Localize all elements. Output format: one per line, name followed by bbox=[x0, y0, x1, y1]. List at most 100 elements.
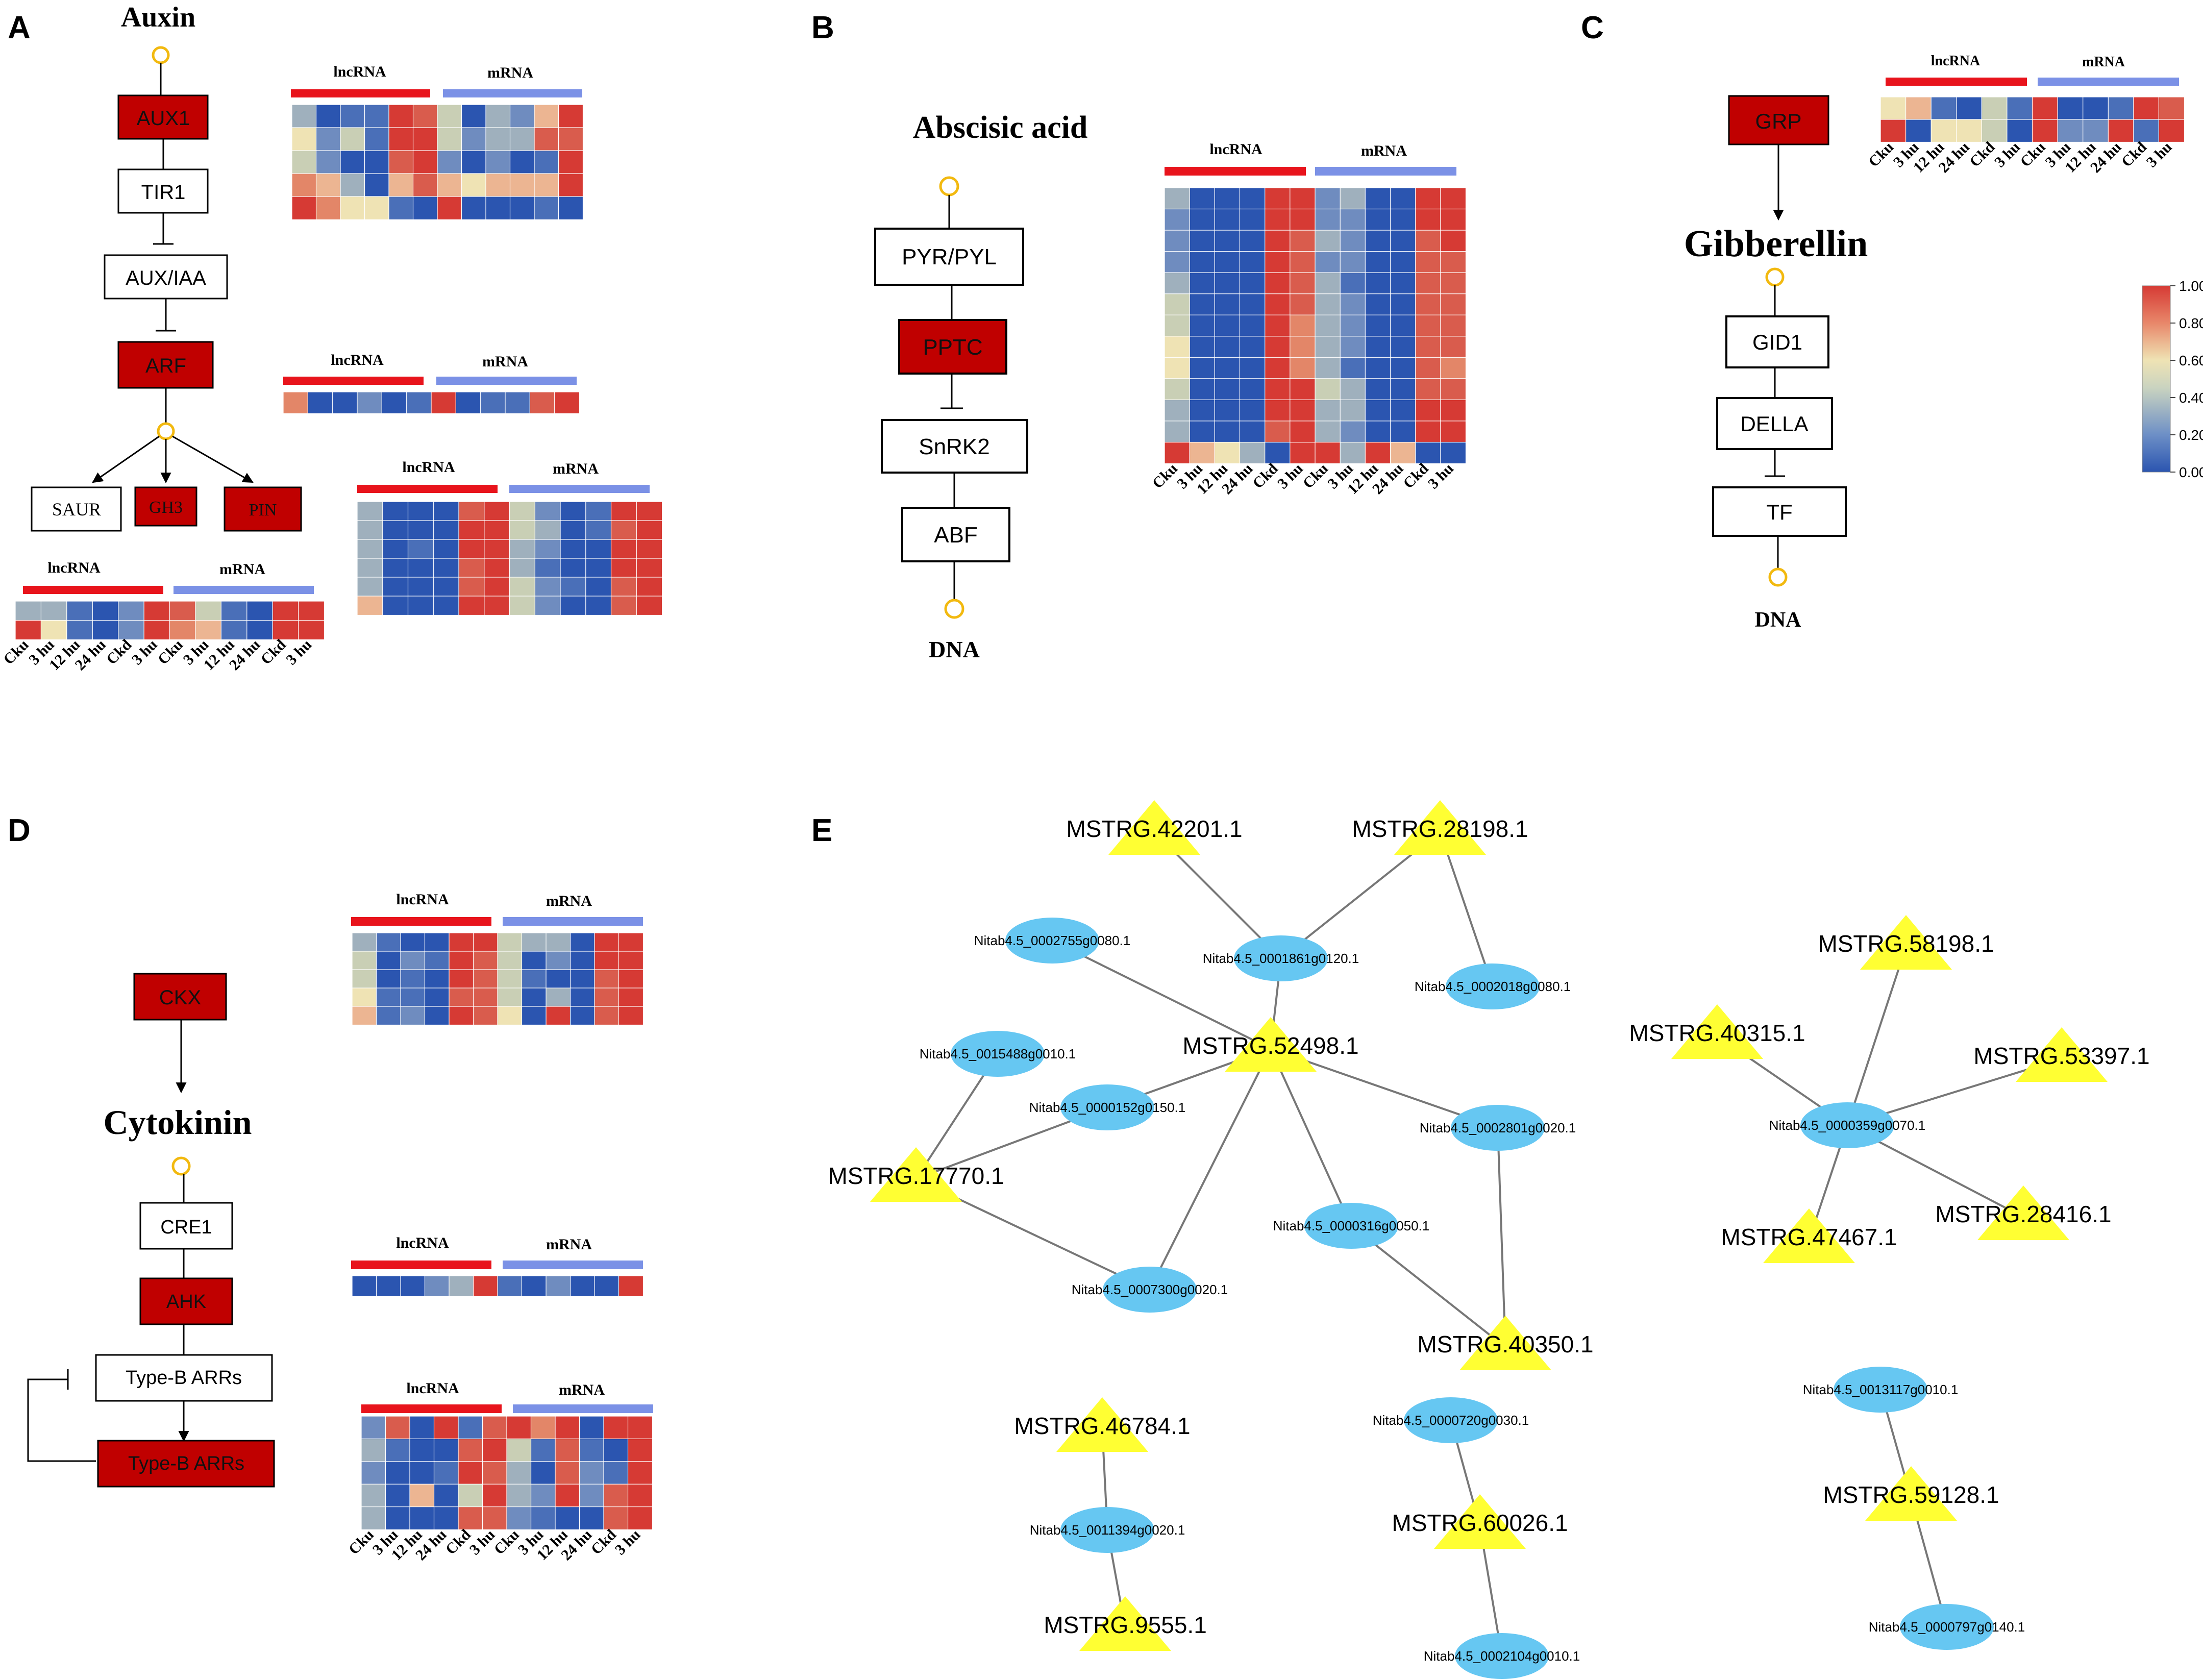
mstrg-node-label: MSTRG.42201.1 bbox=[1066, 816, 1242, 842]
heatmap-cell bbox=[381, 391, 407, 414]
sample-label: Ckd bbox=[103, 636, 135, 668]
heatmap-cell bbox=[1164, 314, 1191, 337]
heatmap-d2 bbox=[352, 1275, 644, 1297]
mstrg-node bbox=[870, 1147, 962, 1202]
heatmap-cell bbox=[1239, 399, 1266, 422]
heatmap-cell bbox=[594, 1275, 620, 1297]
heatmap-cell bbox=[315, 104, 341, 129]
nitab-node bbox=[1900, 1604, 1994, 1650]
node-tir1 bbox=[117, 168, 209, 214]
heatmap-cell bbox=[603, 1416, 629, 1440]
heatmap-cell bbox=[1265, 187, 1291, 210]
heatmap-a1-lnc-bar bbox=[291, 89, 430, 97]
heatmap-cell bbox=[482, 1438, 508, 1462]
heatmap-cell bbox=[298, 620, 325, 640]
heatmap-cell bbox=[1340, 378, 1366, 401]
heatmap-cell bbox=[1290, 441, 1316, 464]
node-pptc-label: PPTC bbox=[923, 335, 982, 360]
mstrg-node bbox=[1763, 1208, 1855, 1263]
heatmap-cell bbox=[1214, 399, 1241, 422]
heatmap-cell bbox=[455, 391, 481, 414]
heatmap-a1-mrna-label: mRNA bbox=[487, 64, 533, 81]
heatmap-cell bbox=[1164, 357, 1191, 379]
heatmap-cell bbox=[1365, 357, 1391, 379]
heatmap-cell bbox=[1290, 421, 1316, 443]
heatmap-cell bbox=[40, 601, 67, 621]
panel-c-title: Gibberellin bbox=[1684, 223, 1868, 265]
heatmap-cell bbox=[636, 577, 663, 597]
heatmap-cell bbox=[332, 391, 358, 414]
heatmap-cell bbox=[558, 127, 584, 152]
heatmap-cell bbox=[1239, 293, 1266, 316]
node-typeb-arrs-2 bbox=[97, 1440, 275, 1488]
dna-circle-c-bottom bbox=[1768, 567, 1788, 587]
heatmap-cell bbox=[1290, 208, 1316, 231]
nitab-node-label: Nitab4.5_0000797g0140.1 bbox=[1869, 1619, 2025, 1635]
heatmap-cell bbox=[382, 558, 409, 578]
heatmap-cell bbox=[534, 520, 561, 540]
color-scale-tick: 0.60 bbox=[2179, 353, 2203, 368]
heatmap-cell bbox=[388, 196, 414, 220]
heatmap-b-mrna-label: mRNA bbox=[1361, 142, 1407, 159]
sample-label: 3 hu bbox=[466, 1526, 499, 1559]
heatmap-cell bbox=[497, 1275, 523, 1297]
heatmap-cell bbox=[1415, 187, 1441, 210]
heatmap-cell bbox=[555, 1416, 580, 1440]
heatmap-cell bbox=[603, 1484, 629, 1508]
heatmap-a1-lnc-label: lncRNA bbox=[333, 63, 386, 80]
heatmap-a3-mrna-bar bbox=[509, 485, 650, 493]
heatmap-cell bbox=[560, 558, 586, 578]
heatmap-cell bbox=[1956, 119, 1983, 143]
sample-label: Cku bbox=[1865, 139, 1897, 170]
heatmap-d3-lnc-bar bbox=[361, 1404, 502, 1413]
heatmap-cell bbox=[1365, 399, 1391, 422]
heatmap-cell bbox=[530, 1438, 556, 1462]
node-arf bbox=[117, 341, 214, 389]
heatmap-cell bbox=[636, 501, 663, 522]
heatmap-cell bbox=[627, 1484, 653, 1508]
heatmap-cell bbox=[357, 501, 383, 522]
heatmap-cell bbox=[509, 196, 535, 220]
heatmap-b-mrna-bar bbox=[1315, 167, 1456, 176]
heatmap-cell bbox=[585, 501, 612, 522]
heatmap-cell bbox=[1239, 187, 1266, 210]
color-scale-bar bbox=[2142, 285, 2171, 473]
node-auxiaa-label: AUX/IAA bbox=[126, 267, 206, 289]
heatmap-cell bbox=[1415, 378, 1441, 401]
heatmap-cell bbox=[437, 173, 462, 197]
heatmap-cell bbox=[352, 969, 377, 989]
nitab-node bbox=[1451, 1105, 1545, 1151]
heatmap-cell bbox=[558, 196, 584, 220]
heatmap-cell bbox=[594, 969, 620, 989]
heatmap-cell bbox=[340, 196, 365, 220]
heatmap-cell bbox=[610, 539, 637, 559]
color-scale-tick: 0.20 bbox=[2179, 427, 2203, 443]
heatmap-cell bbox=[143, 620, 170, 640]
nitab-node bbox=[1234, 935, 1328, 981]
heatmap-cell bbox=[484, 558, 510, 578]
heatmap-cell bbox=[361, 1438, 386, 1462]
heatmap-a3 bbox=[357, 501, 663, 616]
heatmap-d1-mrna-label: mRNA bbox=[546, 893, 592, 909]
heatmap-cell bbox=[1440, 399, 1467, 422]
heatmap-cell bbox=[603, 1461, 629, 1485]
node-grp-label: GRP bbox=[1755, 109, 1801, 133]
heatmap-cell bbox=[530, 1461, 556, 1485]
heatmap-cell bbox=[1390, 208, 1416, 231]
heatmap-cell bbox=[1214, 230, 1241, 252]
heatmap-cell bbox=[1239, 314, 1266, 337]
heatmap-cell bbox=[1390, 314, 1416, 337]
heatmap-cell bbox=[585, 520, 612, 540]
heatmap-cell bbox=[618, 1275, 644, 1297]
heatmap-cell bbox=[291, 196, 317, 220]
heatmap-cell bbox=[579, 1484, 605, 1508]
nitab-node-label: Nitab4.5_0007300g0020.1 bbox=[1072, 1282, 1228, 1297]
heatmap-cell bbox=[1164, 378, 1191, 401]
heatmap-cell bbox=[506, 1461, 532, 1485]
sample-label: 3 hu bbox=[129, 636, 161, 669]
heatmap-cell bbox=[1340, 208, 1366, 231]
node-pyrpyl bbox=[874, 228, 1024, 286]
heatmap-cell bbox=[407, 577, 434, 597]
node-tir1-label: TIR1 bbox=[141, 181, 186, 204]
heatmap-cell bbox=[570, 1006, 596, 1026]
